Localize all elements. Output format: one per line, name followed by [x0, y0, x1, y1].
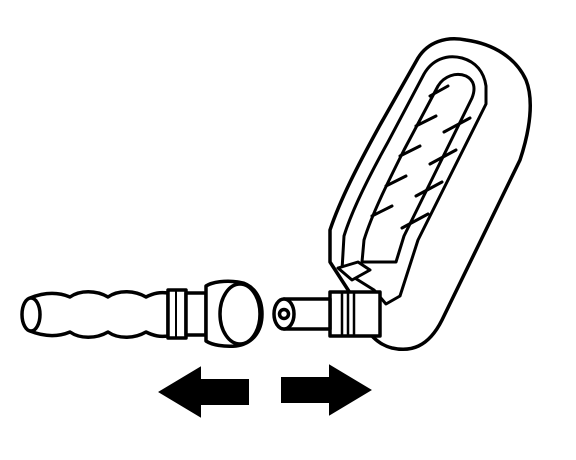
tool-pin-hole: [277, 307, 291, 321]
arrow-right-icon: [281, 364, 372, 416]
arrow-left-icon: [158, 366, 249, 418]
quick-connect-tool: [272, 37, 532, 352]
handle-slot: [360, 72, 476, 264]
hose-end: [20, 296, 42, 333]
fitting-nut-face: [218, 282, 262, 346]
hose-connector: [20, 279, 264, 348]
latch-tab: [336, 260, 372, 282]
pipe-neck: [184, 291, 208, 337]
corrugated-hose: [28, 290, 170, 339]
handle-ribs: [370, 84, 472, 230]
